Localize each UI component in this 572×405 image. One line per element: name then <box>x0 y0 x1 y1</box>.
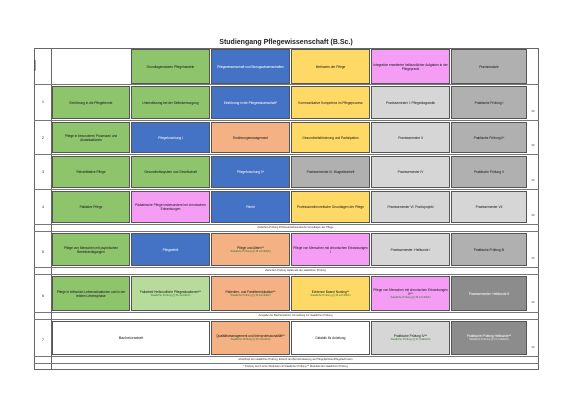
module-cell: Einführung in die Pflegewissenschaft* <box>211 86 290 119</box>
module-cell: Praxissemester: Heilkunde II <box>451 276 527 311</box>
module-cell: Praktische Prüfung III <box>451 233 527 266</box>
module-cell: Qualitätsmanagement und Interprofessiona… <box>211 321 290 355</box>
module-title: Patienten- und Familienedukation** <box>225 289 276 294</box>
exam-type: Staatliche Prüfung (§ 35 schriftlich) <box>230 293 271 297</box>
module-cell: Pflege von Menschen mit psychischen Beei… <box>52 233 130 266</box>
exam-note: Abschluss der staatlichen Prüfung, Erwer… <box>238 358 353 361</box>
module-cell: Praxissemester VI: Praxisprojekt <box>371 191 450 223</box>
module-cell: Professionstheoretische Grundlagen der P… <box>291 191 370 223</box>
exam-note: Zwischen-Prüfung Heilkunde der staatlich… <box>265 269 326 272</box>
module-cell: Pflegeforschung II* <box>211 156 290 188</box>
header-grundlagen: Grundlagenwissen Pflegehandeln <box>131 49 210 84</box>
module-cell: Bachelorarbeit <box>52 321 210 355</box>
module-cell: Pflegeethik <box>131 233 210 266</box>
module-cell: Praxissemester: Heilkunde I <box>371 233 450 266</box>
credit-points: 30 <box>531 301 535 304</box>
module-title: Fallarbeit Heilkundliche Pflegesituation… <box>140 289 201 294</box>
semester-number: 3 <box>42 170 44 174</box>
credit-points: 30 <box>531 144 535 147</box>
row-divider <box>34 231 539 232</box>
exam-type: Staatliche Prüfung (§ 35 schriftlich) <box>390 295 431 299</box>
header-methoden: Methoden der Pflege <box>291 49 370 84</box>
row-divider <box>34 224 539 225</box>
module-cell: Pflegeforschung I <box>131 122 210 153</box>
row-divider <box>34 312 539 313</box>
module-cell: Pflege von Menschen mit chronischen Erkr… <box>291 233 370 266</box>
row-divider <box>34 154 539 155</box>
row-divider <box>34 319 539 320</box>
module-cell: Praktische Prüfung V <box>451 156 527 188</box>
row-divider <box>34 189 539 190</box>
module-cell: Unterstützung bei der Selbstversorgung <box>131 86 210 119</box>
exam-type: Staatliche Prüfung (§ 36 mündlich) <box>230 338 271 342</box>
exam-type: Staatliche Prüfung (§ 37 praktisch) <box>469 338 509 342</box>
module-cell: Praktische Prüfung Heilkunde** Staatlich… <box>451 321 527 355</box>
module-cell: Praxissemester II <box>371 122 450 153</box>
semester-header: Semester <box>34 59 37 71</box>
module-cell: Pädiatrische Pflege insbesondere bei chr… <box>131 191 210 223</box>
module-cell: Didaktik für Anleitung <box>291 321 370 355</box>
module-cell: Gesundheitsförderung und Partizipation <box>291 122 370 153</box>
module-cell: Pflege von Menschen mit chronischen Erkr… <box>371 276 450 311</box>
exam-note: Ausgabe der Bachelorarbeit, Anmeldung zu… <box>258 314 333 317</box>
module-cell: Einführung in die Pflegeberufe <box>52 86 130 119</box>
module-cell: Pflege in besonderen Prozessen und Akuts… <box>52 122 130 153</box>
module-cell: Patienten- und Familienedukation** Staat… <box>211 276 290 311</box>
footnote: * Prüfung durch einen Modulteil mit Staa… <box>243 365 348 368</box>
module-cell: Pflege in kritischen Lebenssituationen u… <box>52 276 130 311</box>
credit-points: 30 <box>531 179 535 182</box>
exam-type: Staatliche Prüfung (§ 36 mündlich) <box>150 293 191 297</box>
row-divider <box>34 274 539 275</box>
module-cell: Praxissemester III: Biografiearbeit <box>291 156 370 188</box>
credit-points: 30 <box>531 214 535 217</box>
credit-points: 30 <box>531 257 535 260</box>
semester-number: 1 <box>42 100 44 104</box>
module-cell: Praxissemester IV <box>371 156 450 188</box>
module-cell: Rehabilitative Pflege <box>52 156 130 188</box>
semester-number: 7 <box>42 338 44 342</box>
module-title: Praktische Prüfung IV** <box>393 334 428 339</box>
row-divider <box>34 120 539 121</box>
module-cell: Praktische Prüfung II* <box>451 122 527 153</box>
module-cell: Ernährungsmanagement <box>211 122 290 153</box>
module-title: Qualitätsmanagement und Interprofessiona… <box>216 334 285 339</box>
module-cell: Palliative Pflege <box>52 191 130 223</box>
page-title: Studiengang Pflegewissenschaft (B.Sc.) <box>219 39 353 46</box>
header-heilkunde: Integrative erweiterter heilkundlicher A… <box>371 49 450 84</box>
exam-type: Staatliche Prüfung (§ 35 schriftlich) <box>310 293 351 297</box>
semester-number: 6 <box>42 294 44 298</box>
header-pflegewissenschaft: Pflegewissenschaft und Bezugswissenschaf… <box>211 49 290 84</box>
row-divider <box>34 356 539 357</box>
curriculum-table <box>34 48 539 370</box>
module-cell: Praktische Prüfung I <box>451 86 527 119</box>
module-cell: Fallarbeit Heilkundliche Pflegesituation… <box>131 276 210 311</box>
semester-number: 2 <box>42 136 44 140</box>
credit-points: 30 <box>531 346 535 349</box>
exam-type: Staatliche Prüfung (§ 36 schriftlich) <box>230 249 271 253</box>
module-title: Pflege und Altern** <box>237 245 264 250</box>
module-cell: Recht <box>211 191 290 223</box>
module-cell: Praxissemester VII <box>451 191 527 223</box>
module-cell: Gesundheitssystem und Gesellschaft <box>131 156 210 188</box>
exam-type: Staatliche Prüfung (§ 37 praktisch) <box>390 338 431 342</box>
module-title: Praktische Prüfung Heilkunde** <box>466 334 512 339</box>
module-cell: Praxissemester I: Pflegediagnostik <box>371 86 450 119</box>
row-divider <box>34 267 539 268</box>
header-praxis: Praxismodule <box>451 49 527 84</box>
module-cell: Kommunikative Kompetenz im Pflegeprozess <box>291 86 370 119</box>
module-title: Pflege von Menschen mit chronischen Erkr… <box>373 287 448 296</box>
exam-note: Zwischen-Prüfung Professionstheoretische… <box>257 226 334 229</box>
semester-number: 5 <box>42 250 44 254</box>
row-divider <box>34 84 539 85</box>
row-divider <box>34 363 539 364</box>
module-cell: Praktische Prüfung IV** Staatliche Prüfu… <box>371 321 450 355</box>
semester-number: 4 <box>42 205 44 209</box>
credit-points: 30 <box>531 110 535 113</box>
module-title: Evidence Based Nursing** <box>311 289 350 294</box>
module-cell: Pflege und Altern** Staatliche Prüfung (… <box>211 233 290 266</box>
semester-column <box>34 48 52 370</box>
module-cell: Evidence Based Nursing** Staatliche Prüf… <box>291 276 370 311</box>
